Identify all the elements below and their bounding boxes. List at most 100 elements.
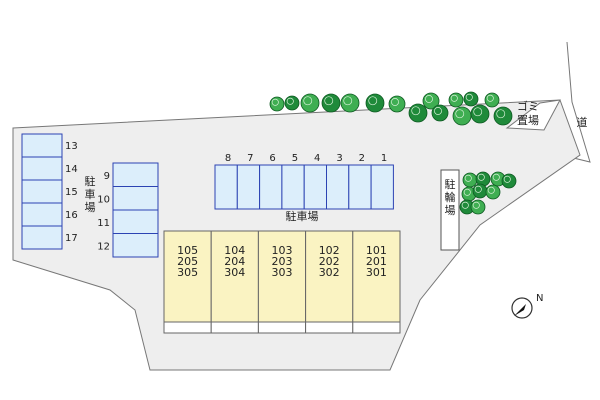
tree-icon: [462, 172, 478, 188]
balcony: [352, 321, 401, 334]
unit-number: 301: [366, 266, 387, 279]
tree-icon: [493, 106, 513, 126]
parking-slot-10: [112, 186, 159, 211]
parking-slot-1: [370, 164, 394, 210]
parking-slot-number: 8: [225, 153, 231, 164]
tree-icon: [463, 91, 479, 107]
tree-highlight: [450, 94, 458, 102]
balcony: [210, 321, 259, 334]
parking-slot-6: [259, 164, 283, 210]
parking-slot-number: 15: [65, 187, 78, 198]
tree-highlight: [473, 107, 483, 117]
parking-slot-13: [21, 133, 63, 158]
parking-slot-number: 2: [359, 153, 365, 164]
balcony: [305, 321, 354, 334]
parking-slot-3: [326, 164, 350, 210]
tree-icon: [485, 184, 501, 200]
tree-highlight: [465, 93, 473, 101]
parking-slot-number: 6: [269, 153, 275, 164]
tree-highlight: [463, 188, 471, 196]
parking-slot-5: [281, 164, 305, 210]
parking-slot-number: 3: [336, 153, 342, 164]
parking-main-label: 駐車場: [286, 209, 319, 223]
unit-number: 104: [224, 244, 245, 257]
tree-icon: [470, 104, 490, 124]
apartment-building: 1052053051042043041032033031022023021012…: [163, 230, 401, 334]
north-arrow-icon: N: [511, 293, 543, 319]
bicycle-parking: [440, 169, 460, 251]
unit-number: 302: [319, 266, 340, 279]
parking-slot-14: [21, 156, 63, 181]
tree-icon: [300, 93, 320, 113]
balcony: [163, 321, 212, 334]
tree-highlight: [368, 96, 378, 106]
parking-slot-number: 9: [104, 171, 110, 182]
tree-highlight: [425, 95, 433, 103]
tree-icon: [431, 104, 449, 122]
parking-slot-2: [348, 164, 372, 210]
parking-slot-number: 14: [65, 164, 78, 175]
unit-column: [352, 230, 401, 323]
tree-icon: [321, 93, 341, 113]
tree-icon: [452, 106, 472, 126]
parking-slot-number: 11: [97, 218, 110, 229]
parking-slot-16: [21, 202, 63, 227]
bicycle-parking-label: 駐輪場: [445, 177, 456, 217]
tree-icon: [472, 183, 488, 199]
parking-slot-number: 10: [97, 195, 110, 206]
tree-highlight: [411, 106, 421, 116]
parking-slot-number: 16: [65, 210, 78, 221]
tree-icon: [340, 93, 360, 113]
parking-slot-number: 7: [247, 153, 253, 164]
unit-number: 105: [177, 244, 198, 257]
tree-highlight: [464, 174, 472, 182]
unit-number: 205: [177, 255, 198, 268]
parking-slot-number: 17: [65, 233, 78, 244]
unit-number: 102: [319, 244, 340, 257]
tree-highlight: [487, 186, 495, 194]
unit-number: 203: [272, 255, 293, 268]
tree-icon: [388, 95, 406, 113]
tree-highlight: [472, 201, 480, 209]
north-letter: N: [536, 293, 543, 304]
road-label: 道: [577, 115, 588, 129]
parking-slot-number: 13: [65, 141, 78, 152]
parking-slot-number: 4: [314, 153, 320, 164]
parking-slot-9: [112, 162, 159, 187]
parking-slot-17: [21, 225, 63, 250]
tree-highlight: [492, 173, 500, 181]
parking-slot-number: 5: [292, 153, 298, 164]
tree-highlight: [477, 173, 485, 181]
tree-highlight: [486, 94, 494, 102]
tree-highlight: [391, 98, 399, 106]
parking-slot-8: [214, 164, 238, 210]
parking-slot-15: [21, 179, 63, 204]
parking-slot-number: 1: [381, 153, 387, 164]
tree-icon: [408, 103, 428, 123]
unit-number: 305: [177, 266, 198, 279]
unit-number: 103: [272, 244, 293, 257]
tree-highlight: [271, 98, 279, 106]
unit-number: 201: [366, 255, 387, 268]
tree-icon: [484, 92, 500, 108]
parking-left-group: 13 14 15 16 17: [21, 133, 78, 250]
tree-highlight: [474, 185, 482, 193]
unit-number: 101: [366, 244, 387, 257]
unit-number: 303: [272, 266, 293, 279]
tree-highlight: [343, 96, 353, 106]
parking-slot-12: [112, 233, 159, 258]
parking-slot-7: [236, 164, 261, 210]
tree-highlight: [503, 175, 511, 183]
tree-highlight: [496, 109, 506, 119]
unit-number: 304: [224, 266, 245, 279]
tree-icon: [448, 92, 464, 108]
parking-slot-4: [303, 164, 328, 210]
tree-highlight: [434, 107, 442, 115]
garbage-area-outline: [505, 99, 561, 131]
unit-number: 204: [224, 255, 245, 268]
parking-side-label: 駐車場: [85, 174, 96, 214]
tree-icon: [470, 199, 486, 215]
tree-highlight: [324, 96, 334, 106]
